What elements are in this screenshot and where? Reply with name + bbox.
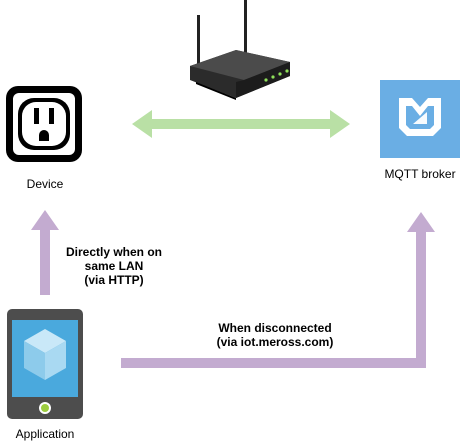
lan-edge-label: Directly when on same LAN (via HTTP) bbox=[58, 245, 170, 287]
lan-edge-label-line2: same LAN bbox=[84, 259, 144, 273]
cloud-edge-label: When disconnected (via iot.meross.com) bbox=[200, 321, 350, 349]
lan-edge-label-line3: (via HTTP) bbox=[84, 273, 144, 287]
meross-logo-icon bbox=[380, 80, 460, 158]
wifi-router-icon bbox=[190, 0, 290, 100]
application-label: Application bbox=[15, 427, 75, 441]
lan-edge-label-line1: Directly when on bbox=[65, 245, 163, 259]
device-label: Device bbox=[26, 177, 64, 191]
broker-label: MQTT broker bbox=[384, 167, 456, 181]
cloud-edge-label-line2: (via iot.meross.com) bbox=[216, 335, 334, 349]
cloud-edge-label-line1: When disconnected bbox=[218, 321, 332, 335]
smartphone-app-icon bbox=[7, 309, 83, 419]
router-link-arrow bbox=[132, 110, 350, 138]
power-outlet-icon bbox=[6, 86, 82, 162]
lan-link-arrow bbox=[31, 210, 59, 295]
